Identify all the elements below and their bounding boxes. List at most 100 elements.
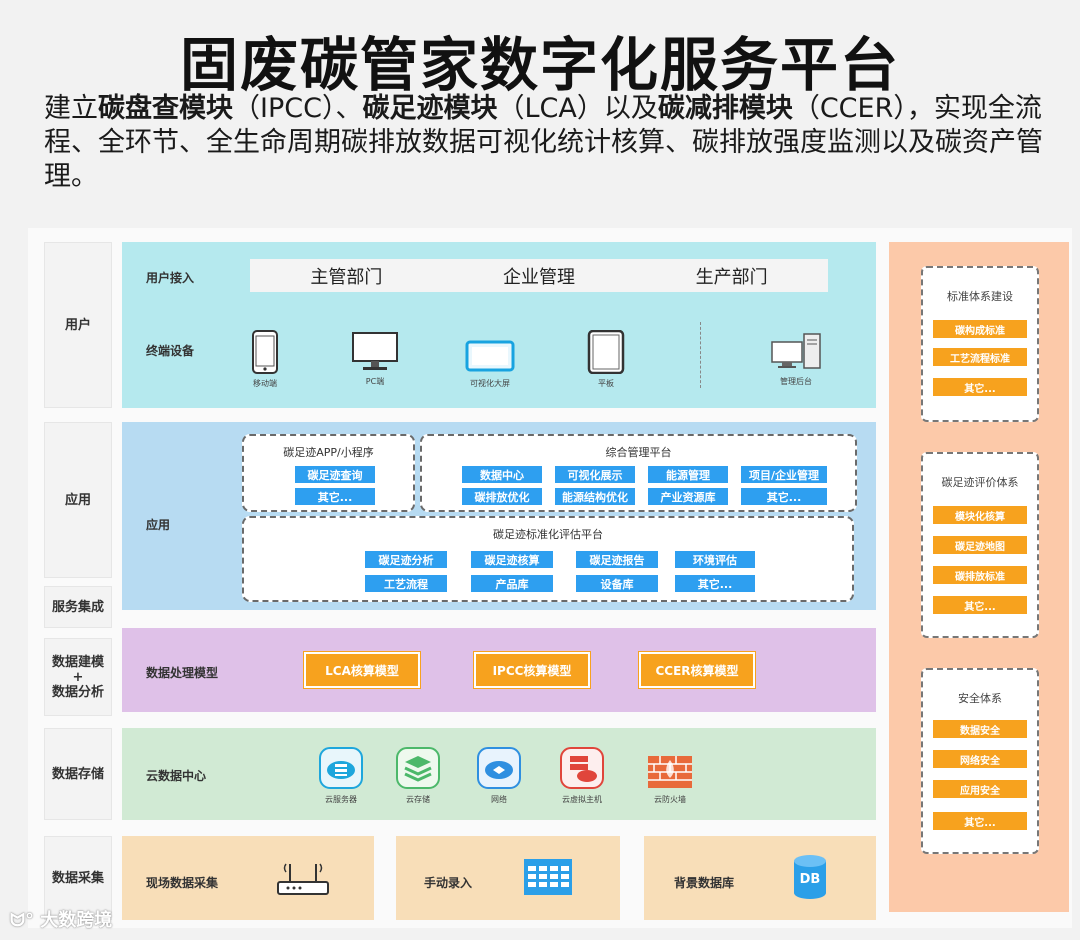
tag-resource-lib[interactable]: 产业资源库 (648, 488, 728, 505)
collect-panel-background-db (644, 836, 876, 920)
device-tablet[interactable]: 平板 (566, 330, 646, 389)
tag-project-mgmt[interactable]: 项目/企业管理 (741, 466, 827, 483)
tag-emission-standard[interactable]: 碳排放标准 (933, 566, 1027, 584)
tag-mgmt-other[interactable]: 其它... (741, 488, 827, 505)
watermark-text: 大数跨境 (40, 910, 113, 931)
device-big-screen[interactable]: 可视化大屏 (450, 340, 530, 389)
tag-footprint-map[interactable]: 碳足迹地图 (933, 536, 1027, 554)
table-icon (524, 859, 572, 895)
tag-security-other[interactable]: 其它... (933, 812, 1027, 830)
model-label: 数据处理模型 (146, 666, 219, 680)
user-access-label: 用户接入 (146, 271, 195, 285)
tag-standards-other[interactable]: 其它... (933, 378, 1027, 396)
cloud-storage-icon (396, 747, 440, 789)
db-icon-text: DB (799, 872, 821, 887)
eval-platform-title: 碳足迹标准化评估平台 (493, 528, 603, 541)
pc-icon (352, 332, 398, 370)
device-label: 平板 (598, 379, 614, 388)
evaluation-title: 碳足迹评价体系 (941, 476, 1019, 489)
watermark-logo-icon: ᗢ° (10, 910, 34, 931)
tag-evaluation-other[interactable]: 其它... (933, 596, 1027, 614)
access-item-authority[interactable]: 主管部门 (310, 266, 383, 288)
collect-panel-manual (396, 836, 620, 920)
intro-bold-3: 碳减排模块 (657, 93, 793, 124)
storage-item-vm[interactable]: 云虚拟主机 (542, 746, 622, 805)
storage-item-server[interactable]: 云服务器 (301, 746, 381, 805)
tag-product-lib[interactable]: 产品库 (471, 575, 553, 592)
tag-eval-other[interactable]: 其它... (675, 575, 755, 592)
layer-label-storage: 数据存储 (44, 728, 112, 820)
storage-item-label: 网络 (491, 795, 507, 804)
tag-footprint-report[interactable]: 碳足迹报告 (576, 551, 658, 568)
mobile-icon (252, 330, 278, 374)
device-label: 可视化大屏 (470, 379, 510, 388)
access-item-enterprise[interactable]: 企业管理 (502, 266, 575, 288)
intro-text-3: （LCA）以及 (497, 93, 658, 124)
layer-label-user: 用户 (44, 242, 112, 408)
device-divider (700, 322, 701, 388)
layer-label-app: 应用 (44, 422, 112, 578)
device-admin[interactable]: 管理后台 (756, 332, 836, 387)
intro-text: 建立碳盘查模块（IPCC）、碳足迹模块（LCA）以及碳减排模块（CCER），实现… (44, 92, 1064, 194)
storage-item-network[interactable]: 网络 (459, 746, 539, 805)
standards-box: 标准体系建设 碳构成标准 工艺流程标准 其它... (921, 266, 1039, 422)
tablet-icon (587, 330, 625, 374)
tag-carbon-standard[interactable]: 碳构成标准 (933, 320, 1027, 338)
evaluation-box: 碳足迹评价体系 模块化核算 碳足迹地图 碳排放标准 其它... (921, 452, 1039, 638)
layer-label-model: 数据建模 + 数据分析 (44, 638, 112, 716)
page-title: 固废碳管家数字化服务平台 (179, 31, 900, 99)
mgmt-platform-title: 综合管理平台 (605, 446, 672, 459)
tag-footprint-query[interactable]: 碳足迹查询 (295, 466, 375, 483)
storage-item-label: 云防火墙 (654, 795, 686, 804)
lca-model-button[interactable]: LCA核算模型 (304, 652, 420, 688)
intro-text-2: （IPCC）、 (233, 93, 363, 124)
device-mobile[interactable]: 移动端 (225, 330, 305, 389)
tag-data-security[interactable]: 数据安全 (933, 720, 1027, 738)
intro-bold-1: 碳盘查模块 (98, 93, 233, 124)
tag-footprint-analysis[interactable]: 碳足迹分析 (365, 551, 447, 568)
tag-data-center[interactable]: 数据中心 (462, 466, 542, 483)
app-label: 应用 (146, 518, 171, 532)
security-title: 安全体系 (958, 692, 1002, 705)
device-pc[interactable]: PC端 (335, 332, 415, 387)
admin-icon (771, 333, 821, 369)
tag-network-security[interactable]: 网络安全 (933, 750, 1027, 768)
tag-equipment-lib[interactable]: 设备库 (576, 575, 658, 592)
device-label: 管理后台 (780, 377, 812, 386)
router-icon (277, 863, 329, 895)
tag-process-standard[interactable]: 工艺流程标准 (933, 348, 1027, 366)
storage-label: 云数据中心 (146, 769, 207, 783)
network-icon (477, 747, 521, 789)
standards-title: 标准体系建设 (947, 290, 1013, 303)
tag-modular-calc[interactable]: 模块化核算 (933, 506, 1027, 524)
ccer-model-button[interactable]: CCER核算模型 (639, 652, 755, 688)
tag-env-assessment[interactable]: 环境评估 (675, 551, 755, 568)
access-item-production[interactable]: 生产部门 (695, 266, 768, 288)
cloud-vm-icon (560, 747, 604, 789)
intro-bold-2: 碳足迹模块 (362, 93, 498, 124)
storage-item-storage[interactable]: 云存储 (378, 746, 458, 805)
tag-visualization[interactable]: 可视化展示 (555, 466, 635, 483)
miniapp-title: 碳足迹APP/小程序 (283, 446, 374, 459)
user-access-bar: 主管部门 企业管理 生产部门 (250, 259, 828, 292)
tag-footprint-calc[interactable]: 碳足迹核算 (471, 551, 553, 568)
ipcc-model-button[interactable]: IPCC核算模型 (474, 652, 590, 688)
tag-miniapp-other[interactable]: 其它... (295, 488, 375, 505)
security-box: 安全体系 数据安全 网络安全 应用安全 其它... (921, 668, 1039, 854)
device-label: PC端 (365, 377, 385, 386)
collect-label-manual: 手动录入 (424, 876, 473, 890)
watermark: ᗢ° 大数跨境 (10, 906, 112, 932)
storage-item-firewall[interactable]: 云防火墙 (630, 752, 710, 805)
tag-emission-opt[interactable]: 碳排放优化 (462, 488, 542, 505)
big-screen-icon (465, 340, 515, 372)
collect-panel-onsite (122, 836, 374, 920)
collect-label-onsite: 现场数据采集 (146, 876, 219, 890)
tag-process-flow[interactable]: 工艺流程 (365, 575, 447, 592)
tag-energy-structure[interactable]: 能源结构优化 (555, 488, 635, 505)
tag-app-security[interactable]: 应用安全 (933, 780, 1027, 798)
tag-energy-mgmt[interactable]: 能源管理 (648, 466, 728, 483)
intro-text-1: 建立 (44, 93, 98, 124)
layer-label-collect: 数据采集 (44, 836, 112, 920)
device-label: 移动端 (253, 379, 277, 388)
terminal-label: 终端设备 (146, 344, 195, 358)
